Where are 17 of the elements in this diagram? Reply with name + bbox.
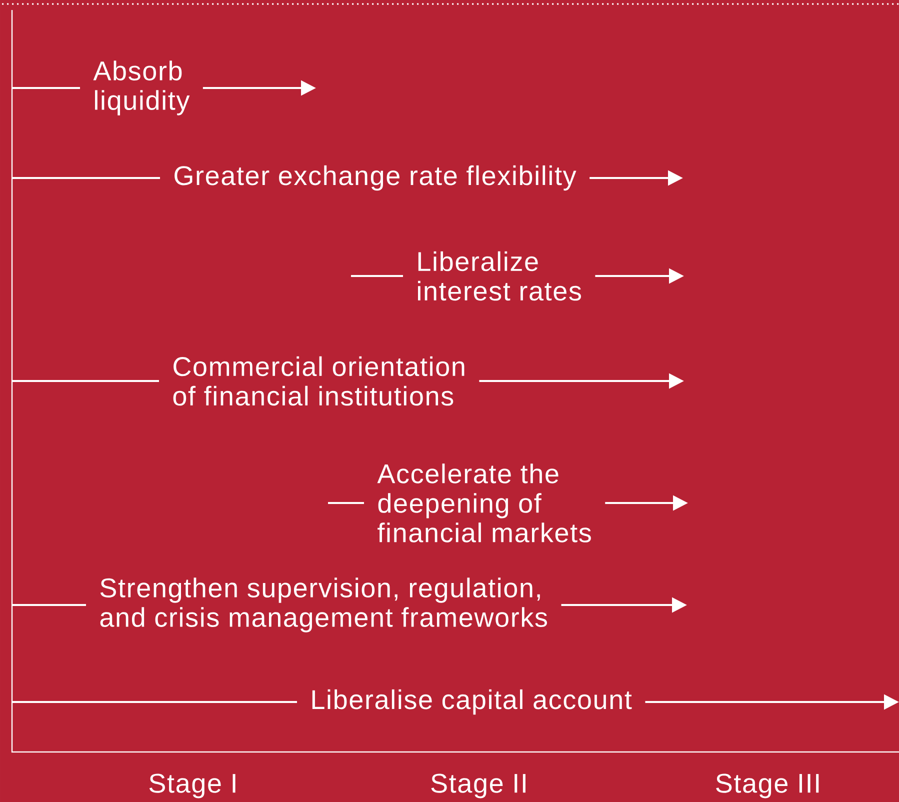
line <box>328 502 364 504</box>
step-label: Commercial orientation of financial institutions <box>173 356 464 406</box>
step-label: Liberalize interest rates <box>418 251 581 301</box>
line <box>12 701 297 703</box>
step-label: Greater exchange rate flexibility <box>174 165 576 191</box>
line <box>12 604 86 606</box>
axis-label: Stage I <box>149 774 236 798</box>
line <box>12 177 160 179</box>
line <box>351 275 403 277</box>
step-label: Strengthen supervision, regulation, and crisis management frameworks <box>100 578 547 632</box>
step-label: Absorb liquidity <box>93 60 190 116</box>
axis-label: Stage II <box>431 774 526 798</box>
step-label: Accelerate the deepening of financial markets <box>377 464 591 542</box>
step-label: Liberalise capital account <box>312 689 632 715</box>
axis-label: Stage III <box>716 774 819 798</box>
line <box>12 87 80 89</box>
line <box>12 380 159 382</box>
